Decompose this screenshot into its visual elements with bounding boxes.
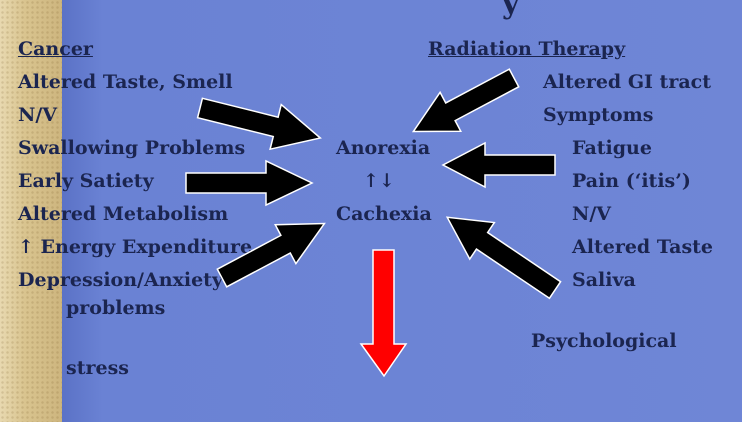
right-item: N/V [572, 203, 612, 225]
left-header: Cancer [18, 38, 93, 60]
left-item: Altered Taste, Smell [18, 71, 233, 93]
right-item: Pain (‘itis’) [572, 170, 691, 192]
left-extra: stress [66, 357, 129, 379]
arrow-right-bottom [445, 216, 562, 300]
right-item: Saliva [572, 269, 636, 291]
arrow-left-bottom [216, 222, 326, 288]
right-header: Radiation Therapy [428, 38, 626, 60]
title-fragment: y [502, 0, 520, 21]
left-item: Swallowing Problems [18, 137, 246, 159]
arrow-left-middle [185, 159, 314, 207]
center-cachexia: Cachexia [336, 203, 432, 225]
arrow-left-top [196, 97, 322, 151]
right-item: Altered GI tract [543, 71, 711, 93]
parchment-strip [0, 0, 62, 422]
center-anorexia: Anorexia [336, 137, 431, 159]
red-down-arrow [359, 249, 408, 378]
right-item: Altered Taste [572, 236, 714, 258]
arrow-right-top [411, 68, 520, 133]
slide-background [62, 0, 742, 422]
left-item: Early Satiety [18, 170, 154, 192]
left-item: N/V [18, 104, 58, 126]
left-item: Altered Metabolism [18, 203, 229, 225]
left-item: Depression/Anxiety [18, 269, 223, 291]
center-updown-arrows: ↑↓ [363, 170, 395, 192]
right-item: Fatigue [572, 137, 652, 159]
left-item-continuation: problems [66, 297, 166, 319]
left-item: ↑ Energy Expenditure [18, 236, 253, 258]
right-extra: Psychological [531, 330, 677, 352]
right-item: Symptoms [543, 104, 654, 126]
arrow-right-middle [441, 141, 556, 189]
